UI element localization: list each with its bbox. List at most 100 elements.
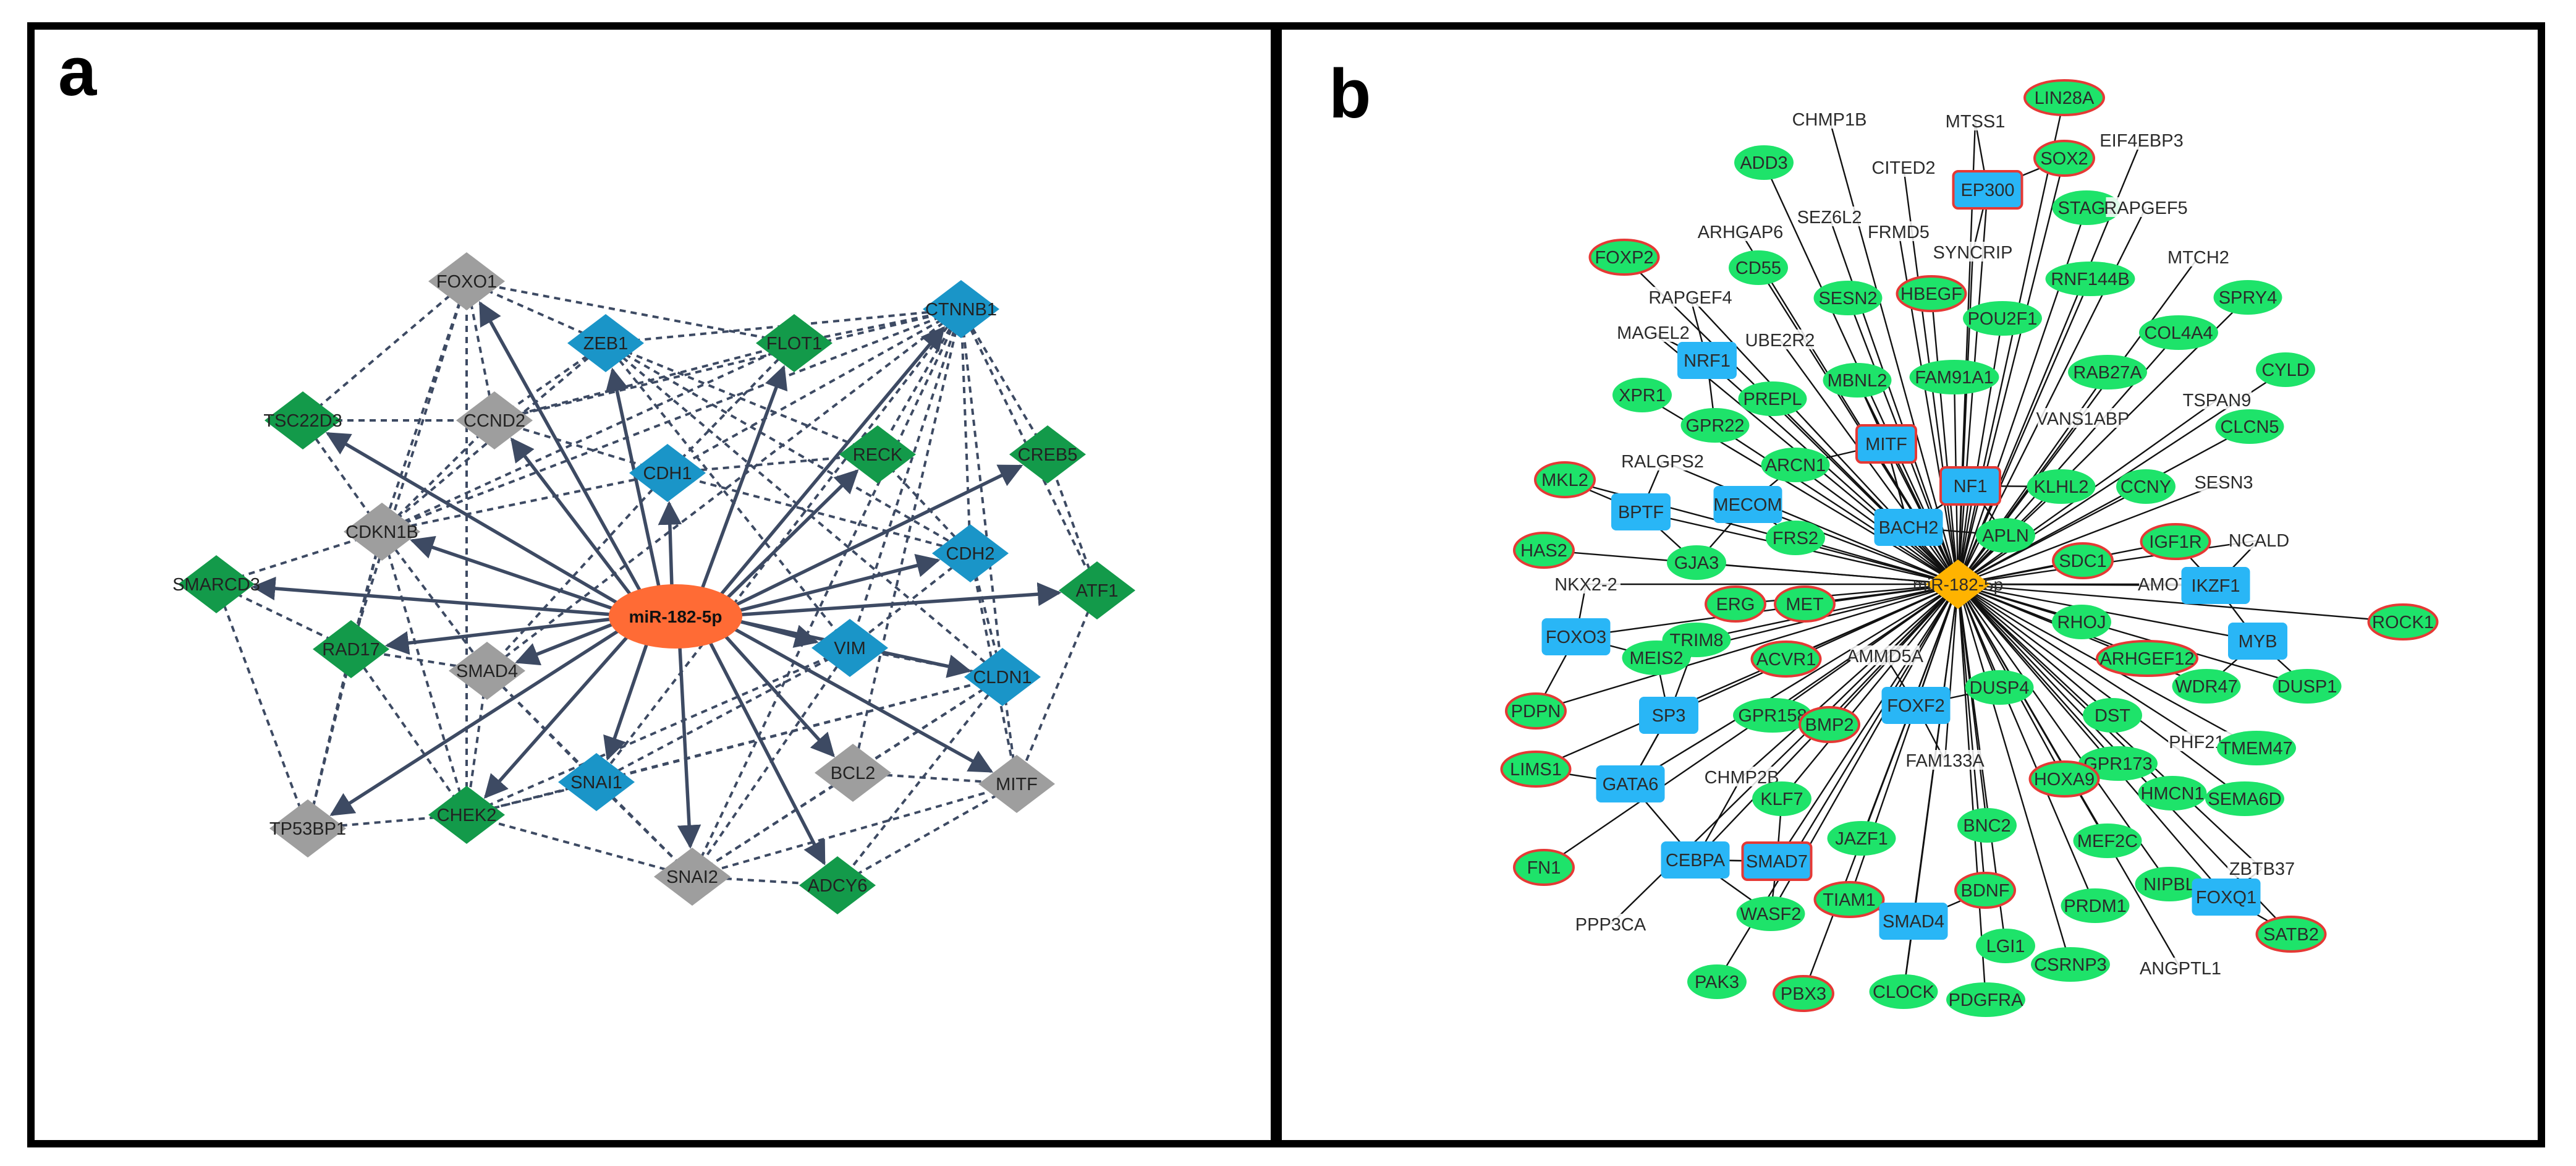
gene-ellipse bbox=[2028, 760, 2100, 798]
gene-ellipse bbox=[2096, 640, 2198, 677]
node-frmd5: FRMD5 bbox=[1868, 221, 1930, 242]
regulation-arrow bbox=[515, 622, 614, 666]
node-wdr47: WDR47 bbox=[2172, 669, 2241, 704]
gene-ellipse bbox=[1733, 698, 1812, 733]
tf-rect bbox=[1541, 618, 1611, 655]
target-edge bbox=[1735, 583, 1959, 605]
node-pdgfra: PDGFRA bbox=[1946, 982, 2025, 1017]
dashed-edge bbox=[307, 649, 352, 829]
node-lgi1: LGI1 bbox=[1976, 929, 2035, 963]
mirna-label: miR-182-5p bbox=[1913, 575, 2003, 594]
node-label: RECK bbox=[853, 445, 903, 465]
target-edge bbox=[1957, 583, 2308, 687]
target-edge bbox=[1957, 584, 2245, 799]
node-rock1: ROCK1 bbox=[2367, 603, 2439, 640]
target-edge bbox=[1575, 583, 1959, 638]
target-edge bbox=[1930, 293, 1959, 585]
gene-ellipse bbox=[1738, 381, 1807, 416]
node-arhgap6: ARHGAP6 bbox=[1698, 221, 1783, 242]
node-label: MBNL2 bbox=[1828, 371, 1888, 391]
panel-a-arrow-edges bbox=[251, 300, 1062, 866]
node-gpr22: GPR22 bbox=[1680, 408, 1750, 443]
dashed-edge bbox=[350, 281, 468, 650]
node-label: MAGEL2 bbox=[1617, 323, 1690, 343]
node-tmem47: TMEM47 bbox=[2217, 731, 2296, 765]
gene-ellipse bbox=[1976, 929, 2035, 963]
node-rhoj: RHOJ bbox=[2052, 605, 2111, 639]
node-label: CDKN1B bbox=[345, 522, 418, 542]
label-backing bbox=[1700, 221, 1781, 241]
dashed-edge bbox=[960, 309, 1004, 678]
node-label: EIF4EBP3 bbox=[2099, 131, 2183, 151]
node-nkx2-2: NKX2-2 bbox=[1551, 574, 1621, 595]
regulation-arrow bbox=[740, 582, 1062, 616]
gene-ellipse bbox=[2083, 698, 2142, 733]
node-label: DST bbox=[2095, 706, 2130, 726]
node-label: CLDN1 bbox=[973, 668, 1032, 687]
node-label: PAK3 bbox=[1695, 972, 1739, 992]
node-rad17: RAD17 bbox=[313, 620, 389, 678]
node-label: CLCN5 bbox=[2220, 417, 2279, 437]
diamond-shape bbox=[654, 848, 731, 906]
gene-ellipse bbox=[1500, 751, 1572, 788]
node-label: TIAM1 bbox=[1823, 890, 1875, 910]
node-label: MITF bbox=[996, 775, 1038, 794]
node-label: SATB2 bbox=[2263, 925, 2319, 945]
dashed-edge bbox=[852, 676, 1004, 774]
node-sesn3: SESN3 bbox=[2194, 472, 2253, 493]
dashed-edge bbox=[667, 472, 971, 555]
label-backing bbox=[2227, 858, 2297, 878]
panel-b-frame bbox=[1274, 22, 2545, 1147]
gene-ellipse bbox=[2031, 947, 2110, 982]
node-label: NKX2-2 bbox=[1554, 575, 1617, 595]
node-has2: HAS2 bbox=[1513, 532, 1575, 569]
node-pdpn: PDPN bbox=[1505, 692, 1567, 730]
tf-rect bbox=[1639, 697, 1698, 734]
gene-ellipse bbox=[1729, 250, 1788, 285]
node-label: TP53BP1 bbox=[269, 819, 346, 839]
node-reck: RECK bbox=[839, 425, 916, 483]
gene-ellipse bbox=[1766, 521, 1825, 555]
label-backing bbox=[2194, 472, 2253, 492]
node-cd55: CD55 bbox=[1729, 250, 1788, 285]
label-backing bbox=[2096, 130, 2187, 150]
dashed-edge bbox=[381, 472, 668, 533]
target-edge bbox=[1957, 584, 2227, 898]
node-label: NRF1 bbox=[1684, 351, 1731, 371]
node-label: MECOM bbox=[1713, 495, 1782, 515]
gene-ellipse bbox=[2116, 469, 2176, 504]
gene-ellipse bbox=[2205, 781, 2284, 816]
node-label: RAB27A bbox=[2073, 363, 2142, 383]
node-cited2: CITED2 bbox=[1869, 157, 1938, 178]
node-label: PBX3 bbox=[1781, 984, 1826, 1004]
node-ammd5a: AMMD5A bbox=[1847, 645, 1924, 666]
gene-ellipse bbox=[1896, 275, 1967, 312]
gene-ellipse bbox=[1976, 518, 2035, 553]
dashed-edge bbox=[494, 419, 668, 474]
node-label: RAPGEF4 bbox=[1648, 288, 1732, 308]
gene-ellipse bbox=[1957, 808, 2017, 843]
node-eif4ebp3: EIF4EBP3 bbox=[2096, 130, 2187, 151]
label-backing bbox=[1576, 914, 1645, 934]
dashed-edge bbox=[691, 772, 854, 878]
node-label: XPR1 bbox=[1619, 386, 1666, 406]
node-zbtb37: ZBTB37 bbox=[2227, 858, 2297, 879]
node-label: GJA3 bbox=[1674, 553, 1719, 573]
node-label: ATF1 bbox=[1076, 581, 1119, 601]
node-label: CHEK2 bbox=[437, 806, 497, 825]
node-acvr1: ACVR1 bbox=[1750, 640, 1822, 678]
gene-ellipse bbox=[1827, 821, 1896, 856]
dashed-edge bbox=[486, 472, 669, 672]
tf-rect bbox=[1855, 424, 1917, 464]
target-edge bbox=[1957, 584, 1987, 1000]
node-label: MKL2 bbox=[1541, 470, 1588, 490]
node-label: VIM bbox=[834, 639, 866, 658]
node-rapgef5: RAPGEF5 bbox=[2104, 197, 2188, 218]
gene-ellipse bbox=[1774, 585, 1836, 623]
target-edge bbox=[1957, 583, 2404, 623]
node-smad7: SMAD7 bbox=[1741, 841, 1813, 881]
node-label: FN1 bbox=[1527, 858, 1561, 878]
target-edge bbox=[1957, 158, 2065, 585]
node-label: BDNF bbox=[1961, 881, 2010, 901]
node-meis2: MEIS2 bbox=[1622, 640, 1691, 675]
